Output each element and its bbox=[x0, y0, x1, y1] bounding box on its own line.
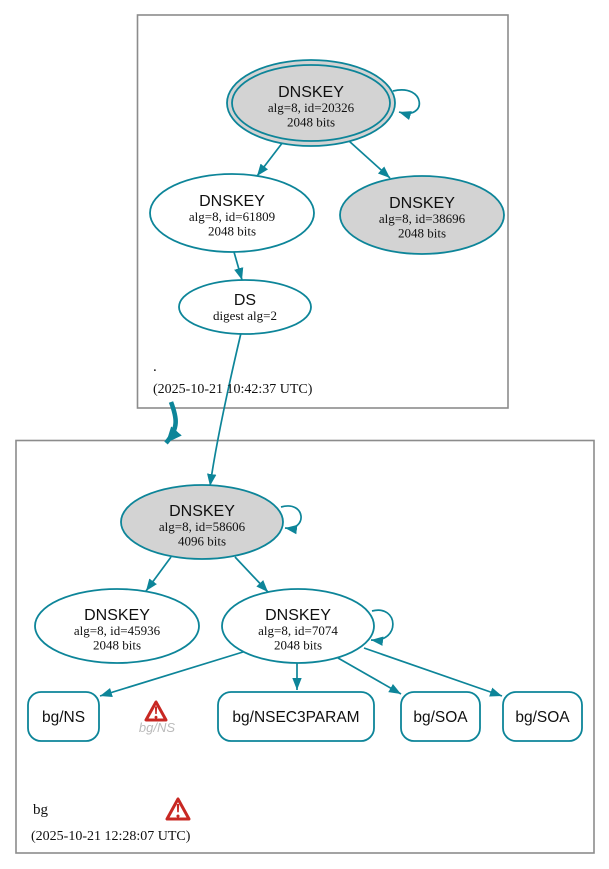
rrset-label: bg/NS bbox=[42, 709, 85, 726]
node-title: DNSKEY bbox=[84, 607, 150, 624]
dnskey-58606-ellipse[interactable] bbox=[120, 484, 284, 560]
rrset-label: bg/SOA bbox=[515, 709, 570, 726]
dnskey-node-20326[interactable]: DNSKEY alg=8, id=20326 2048 bits bbox=[226, 59, 396, 147]
warning-exclamation bbox=[176, 804, 180, 818]
zone-label-bg: bg bbox=[33, 802, 49, 818]
edge-ksk58606-to-zsk7074 bbox=[234, 556, 269, 593]
dnskey-node-38696[interactable]: DNSKEY alg=8, id=38696 2048 bits bbox=[339, 175, 505, 255]
node-size: 2048 bits bbox=[93, 638, 141, 653]
bg-ns-rect[interactable] bbox=[27, 691, 100, 742]
node-detail: alg=8, id=38696 bbox=[379, 211, 466, 226]
node-detail: alg=8, id=7074 bbox=[258, 623, 338, 638]
warning-exclamation bbox=[154, 706, 158, 719]
edge-zsk61809-to-ds bbox=[233, 251, 244, 281]
edge-ksk58606-to-zsk45936 bbox=[145, 556, 172, 592]
node-size: 2048 bits bbox=[287, 115, 335, 130]
dnskey-7074-ellipse[interactable] bbox=[221, 588, 375, 664]
edge-zsk7074-to-bg-soa-1 bbox=[337, 657, 402, 695]
rrset-node-bg-ns[interactable]: bg/NS bbox=[27, 691, 100, 742]
dnskey-20326-outer-ellipse[interactable] bbox=[226, 59, 396, 147]
node-detail: alg=8, id=20326 bbox=[268, 100, 355, 115]
dnskey-node-7074[interactable]: DNSKEY alg=8, id=7074 2048 bits bbox=[221, 588, 375, 664]
zone-boundary-bg bbox=[15, 439, 595, 854]
node-title: DS bbox=[234, 292, 256, 309]
node-detail: alg=8, id=45936 bbox=[74, 623, 161, 638]
node-detail: alg=8, id=58606 bbox=[159, 519, 246, 534]
edge-ds-to-ksk58606 bbox=[207, 332, 242, 487]
node-title: DNSKEY bbox=[278, 84, 344, 101]
dnskey-45936-ellipse[interactable] bbox=[34, 588, 200, 664]
dnskey-38696-ellipse[interactable] bbox=[339, 175, 505, 255]
bg-soa-1-rect[interactable] bbox=[400, 691, 481, 742]
edge-zsk7074-to-bg-ns bbox=[99, 651, 244, 697]
rrset-node-bg-soa-1[interactable]: bg/SOA bbox=[400, 691, 481, 742]
rrset-node-bg-soa-2[interactable]: bg/SOA bbox=[502, 691, 583, 742]
zone-boundary-root bbox=[136, 14, 509, 409]
edge-root-to-bg-delegation bbox=[164, 401, 182, 445]
node-title: DNSKEY bbox=[265, 607, 331, 624]
rrset-node-bg-nsec3param[interactable]: bg/NSEC3PARAM bbox=[217, 691, 375, 742]
rrset-label: bg/SOA bbox=[413, 709, 468, 726]
edge-zsk7074-self-loop bbox=[370, 609, 394, 646]
rrset-warning-bg-ns[interactable]: bg/NS bbox=[139, 700, 175, 735]
bg-soa-2-rect[interactable] bbox=[502, 691, 583, 742]
zone-warning-bg[interactable] bbox=[165, 797, 191, 821]
edge-ksk20326-to-key38696 bbox=[348, 140, 391, 179]
dnskey-node-58606[interactable]: DNSKEY alg=8, id=58606 4096 bits bbox=[120, 484, 284, 560]
node-size: 4096 bits bbox=[178, 534, 226, 549]
node-detail: alg=8, id=61809 bbox=[189, 209, 275, 224]
dnskey-61809-ellipse[interactable] bbox=[149, 173, 315, 253]
node-size: 2048 bits bbox=[398, 226, 446, 241]
edge-ksk20326-to-zsk61809 bbox=[256, 141, 284, 177]
zone-label-root: . bbox=[153, 359, 157, 375]
ghost-rrset-label: bg/NS bbox=[139, 720, 175, 735]
edge-zsk7074-to-bg-soa-2 bbox=[363, 647, 503, 697]
edges bbox=[99, 89, 503, 697]
zone-timestamp-root: (2025-10-21 10:42:37 UTC) bbox=[153, 382, 313, 397]
node-detail: digest alg=2 bbox=[213, 308, 277, 323]
edge-ksk58606-self-loop bbox=[280, 505, 302, 535]
ds-ellipse[interactable] bbox=[178, 279, 312, 335]
node-title: DNSKEY bbox=[389, 195, 455, 212]
dnskey-20326-inner-ellipse bbox=[231, 64, 391, 142]
dnskey-node-61809[interactable]: DNSKEY alg=8, id=61809 2048 bits bbox=[149, 173, 315, 253]
ds-node[interactable]: DS digest alg=2 bbox=[178, 279, 312, 335]
zone-timestamp-bg: (2025-10-21 12:28:07 UTC) bbox=[31, 829, 191, 844]
node-size: 2048 bits bbox=[274, 638, 322, 653]
dnskey-node-45936[interactable]: DNSKEY alg=8, id=45936 2048 bits bbox=[34, 588, 200, 664]
node-title: DNSKEY bbox=[199, 193, 265, 210]
node-title: DNSKEY bbox=[169, 503, 235, 520]
node-size: 2048 bits bbox=[208, 224, 256, 239]
rrset-label: bg/NSEC3PARAM bbox=[232, 709, 359, 726]
bg-nsec3param-rect[interactable] bbox=[217, 691, 375, 742]
edge-ksk20326-self-loop bbox=[392, 89, 421, 121]
